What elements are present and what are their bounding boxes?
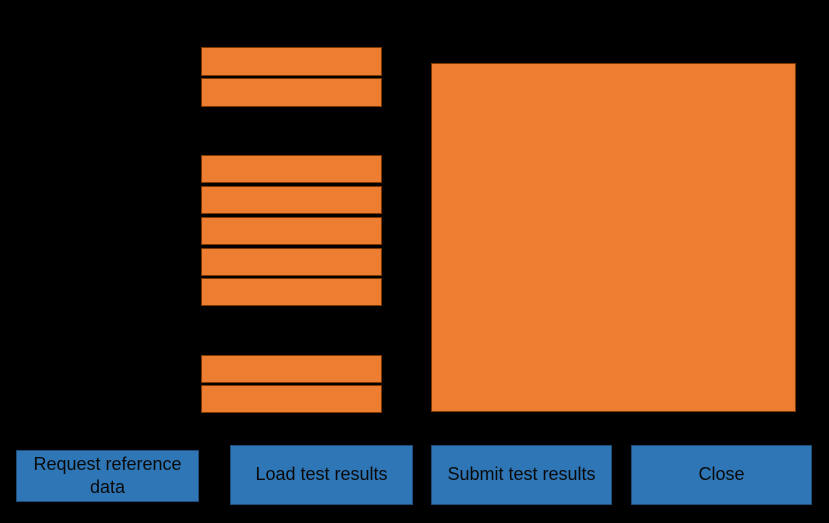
request-reference-data-button[interactable]: Request reference data [16, 450, 199, 502]
text-field-6[interactable] [201, 248, 382, 276]
text-field-2[interactable] [201, 78, 382, 107]
button-label: Submit test results [447, 464, 596, 485]
text-field-1[interactable] [201, 47, 382, 76]
button-label: Request reference data [33, 453, 182, 497]
text-field-7[interactable] [201, 278, 382, 306]
text-field-9[interactable] [201, 385, 382, 413]
text-field-8[interactable] [201, 355, 382, 383]
text-field-3[interactable] [201, 155, 382, 183]
text-field-5[interactable] [201, 217, 382, 245]
button-label: Close [698, 464, 745, 485]
button-label: Load test results [255, 464, 388, 485]
results-panel[interactable] [431, 63, 796, 412]
close-button[interactable]: Close [631, 445, 812, 505]
submit-test-results-button[interactable]: Submit test results [431, 445, 612, 505]
load-test-results-button[interactable]: Load test results [230, 445, 413, 505]
text-field-4[interactable] [201, 186, 382, 214]
